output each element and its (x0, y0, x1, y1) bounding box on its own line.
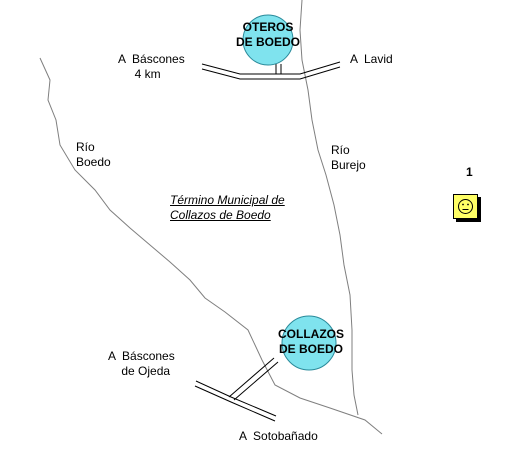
town-collazos-circle (281, 315, 337, 371)
municipality-label: Término Municipal de Collazos de Boedo (170, 193, 285, 222)
river-burejo-line (299, 0, 359, 416)
smiley-face-icon[interactable] (453, 194, 482, 223)
road-south-link-a (228, 357, 275, 398)
road-label-lavid: A Lavid (350, 52, 393, 66)
road-north-stub (275, 64, 282, 74)
road-north-line-b (201, 66, 341, 80)
town-oteros-circle (242, 14, 294, 66)
marker-number: 1 (466, 165, 473, 179)
river-label-burejo: Río Burejo (331, 143, 366, 172)
river-label-boedo: Río Boedo (76, 140, 111, 169)
road-label-sotobanado: A Sotobañado (239, 429, 318, 443)
road-south-line-a (195, 380, 277, 417)
road-label-bascones: A Báscones 4 km (118, 52, 185, 81)
road-south-line-b (194, 385, 276, 422)
road-north-line-a (201, 61, 341, 75)
town-oteros-label[interactable]: OTEROS DE BOEDO (235, 20, 300, 49)
road-south-link-b (233, 361, 279, 401)
road-label-bascones-ojeda: A Báscones de Ojeda (108, 349, 175, 378)
river-boedo-line (39, 57, 383, 435)
town-collazos-label[interactable]: COLLAZOS DE BOEDO (278, 327, 344, 356)
